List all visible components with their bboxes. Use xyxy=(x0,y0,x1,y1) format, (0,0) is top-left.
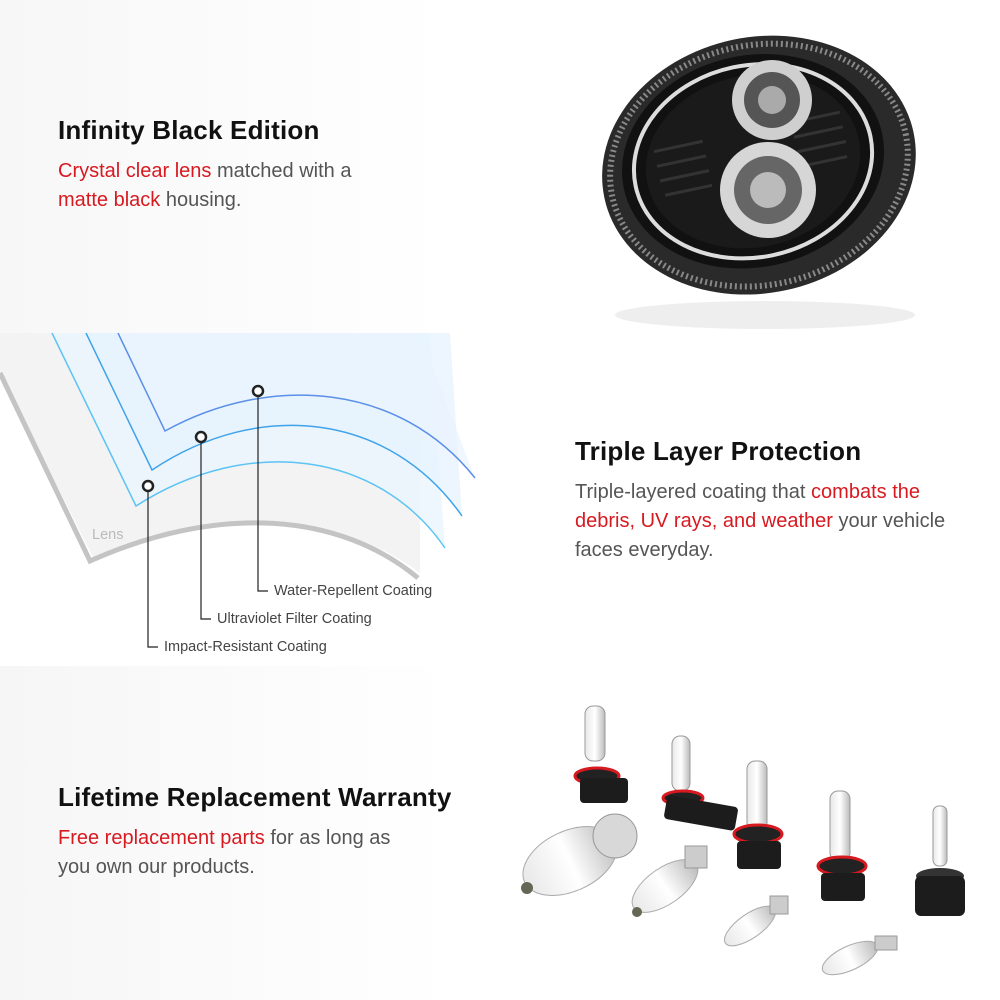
section-body: Free replacement parts for as long as yo… xyxy=(58,824,418,882)
bulb-h7 xyxy=(631,845,708,917)
highlight-text: Free replacement parts xyxy=(58,827,265,849)
body-text: housing. xyxy=(160,189,242,211)
layer-label-water-repellent: Water-Repellent Coating xyxy=(274,583,433,599)
lens-label: Lens xyxy=(92,527,124,543)
section-body: Crystal clear lens matched with a matte … xyxy=(58,157,398,215)
bulb-9005 xyxy=(661,735,738,831)
highlight-text: Crystal clear lens xyxy=(58,160,212,182)
bulb-h11b xyxy=(816,790,868,901)
section-body: Triple-layered coating that combats the … xyxy=(575,478,955,565)
bulb-h4 xyxy=(521,813,638,896)
section-title: Infinity Black Edition xyxy=(58,115,320,145)
body-text: Triple-layered coating that xyxy=(575,481,812,503)
section-triple-layer: Lens Water-Repellent Coating Ultraviolet… xyxy=(0,333,1000,666)
headlight-image xyxy=(602,35,916,329)
section-infinity-black: Infinity Black Edition Crystal clear len… xyxy=(0,0,1000,333)
highlight-text: combats the debris, UV rays, and weather xyxy=(575,481,920,532)
layer-label-impact-resistant: Impact-Resistant Coating xyxy=(164,639,327,655)
layer-label-uv-filter: Ultraviolet Filter Coating xyxy=(217,611,372,627)
highlight-text: matte black xyxy=(58,189,161,211)
bulb-880 xyxy=(915,805,965,916)
section-title: Lifetime Replacement Warranty xyxy=(58,782,452,812)
body-text: matched with a xyxy=(211,160,352,182)
bulb-h3 xyxy=(821,935,898,976)
bulb-9006 xyxy=(573,705,628,803)
section-warranty: Lifetime Replacement Warranty Free repla… xyxy=(0,666,1000,1000)
body-text: for as long as you own our products. xyxy=(58,827,391,878)
section-title: Triple Layer Protection xyxy=(575,436,862,466)
bulb-h11 xyxy=(732,760,784,869)
coating-diagram xyxy=(0,333,476,648)
body-text: your vehicle faces everyday. xyxy=(575,510,946,561)
bulbs-image xyxy=(521,705,965,976)
bulb-h1 xyxy=(723,895,789,947)
